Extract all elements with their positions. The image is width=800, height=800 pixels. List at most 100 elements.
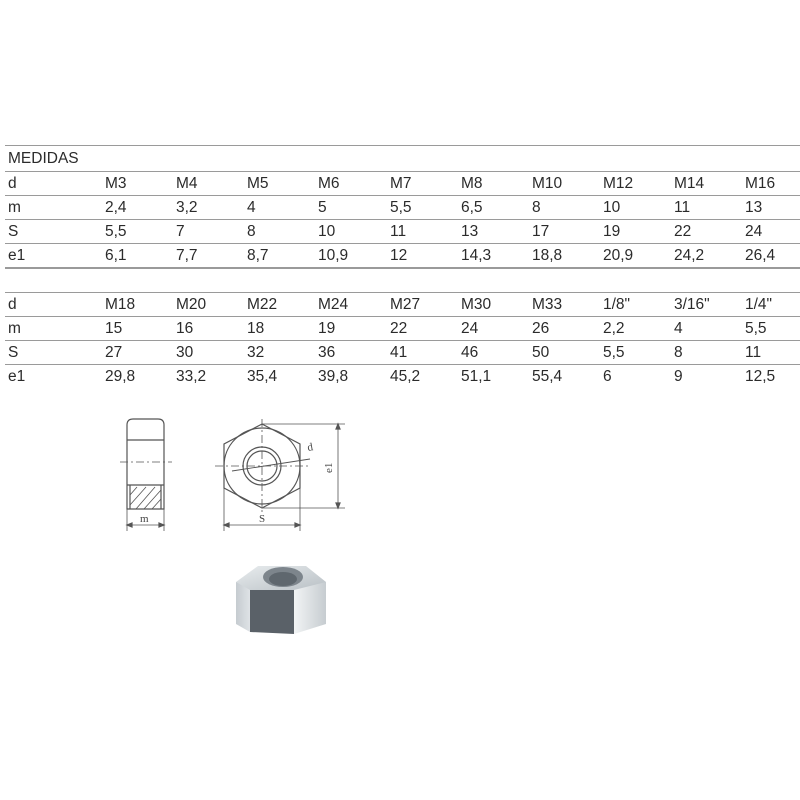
- table-cell: 5,5: [105, 223, 127, 240]
- table-cell: 5,5: [745, 320, 767, 337]
- table-cell: 29,8: [105, 368, 136, 385]
- table-cell: M6: [318, 175, 340, 192]
- table-cell: 24: [461, 320, 479, 337]
- table-cell: M33: [532, 296, 563, 313]
- table-cell: 1/4": [745, 296, 773, 313]
- table-cell: 20,9: [603, 247, 634, 264]
- table-cell: 35,4: [247, 368, 278, 385]
- table-cell: M30: [461, 296, 492, 313]
- table-cell: 12,5: [745, 368, 776, 385]
- table-cell: 5,5: [603, 344, 625, 361]
- table-cell: M14: [674, 175, 705, 192]
- table-cell: 7,7: [176, 247, 198, 264]
- table-cell: 22: [390, 320, 408, 337]
- table-cell: 8: [674, 344, 683, 361]
- table-cell: 18,8: [532, 247, 563, 264]
- front-view: [215, 419, 345, 531]
- table-cell: 3/16": [674, 296, 710, 313]
- table-cell: 8: [532, 199, 541, 216]
- table-cell: 9: [674, 368, 683, 385]
- dimension-label-d: d: [306, 441, 314, 454]
- table-cell: 22: [674, 223, 692, 240]
- table-cell: 11: [674, 199, 691, 216]
- table-cell: 6: [603, 368, 612, 385]
- row-label: d: [8, 296, 17, 313]
- table-cell: 16: [176, 320, 194, 337]
- table-cell: 24: [745, 223, 763, 240]
- dimension-label-s: S: [259, 513, 265, 525]
- table-cell: 6,5: [461, 199, 483, 216]
- row-label: m: [8, 199, 21, 216]
- row-label: e1: [8, 368, 26, 385]
- table-cell: 8: [247, 223, 256, 240]
- table-row-m: m 2,4 3,2 4 5 5,5 6,5 8 10 11 13: [5, 195, 800, 219]
- table-cell: 46: [461, 344, 479, 361]
- table-cell: M27: [390, 296, 421, 313]
- table-cell: 5,5: [390, 199, 412, 216]
- table-cell: 1/8": [603, 296, 631, 313]
- table-cell: 10: [603, 199, 621, 216]
- row-label: S: [8, 344, 19, 361]
- table-cell: 11: [390, 223, 407, 240]
- row-label: S: [8, 223, 19, 240]
- row-label: m: [8, 320, 21, 337]
- table-cell: 4: [247, 199, 256, 216]
- row-label: e1: [8, 247, 26, 264]
- table-cell: M3: [105, 175, 127, 192]
- table-cell: 4: [674, 320, 683, 337]
- dimension-label-m: m: [140, 513, 149, 525]
- dimension-label-e1: e1: [323, 463, 335, 473]
- block-divider: [5, 267, 800, 269]
- table-cell: 8,7: [247, 247, 269, 264]
- table-cell: M8: [461, 175, 483, 192]
- table-cell: 27: [105, 344, 123, 361]
- table-cell: 51,1: [461, 368, 492, 385]
- table-cell: M16: [745, 175, 776, 192]
- table-cell: 39,8: [318, 368, 349, 385]
- table-cell: 13: [461, 223, 479, 240]
- table-cell: 12: [390, 247, 408, 264]
- table-cell: 10: [318, 223, 336, 240]
- table-cell: 10,9: [318, 247, 349, 264]
- table-cell: M7: [390, 175, 412, 192]
- table-cell: 26,4: [745, 247, 776, 264]
- table-cell: 11: [745, 344, 762, 361]
- table-cell: 18: [247, 320, 265, 337]
- table-cell: 45,2: [390, 368, 421, 385]
- table-cell: 55,4: [532, 368, 563, 385]
- table-cell: M5: [247, 175, 269, 192]
- table-cell: M10: [532, 175, 563, 192]
- table-cell: M18: [105, 296, 136, 313]
- table-cell: 5: [318, 199, 327, 216]
- measurements-table: MEDIDAS: [5, 145, 800, 171]
- table-cell: 6,1: [105, 247, 127, 264]
- table-cell: 30: [176, 344, 194, 361]
- table-cell: 2,2: [603, 320, 625, 337]
- table-cell: M20: [176, 296, 207, 313]
- table-cell: M22: [247, 296, 278, 313]
- table-cell: 19: [318, 320, 336, 337]
- table-cell: 3,2: [176, 199, 198, 216]
- table-cell: 17: [532, 223, 550, 240]
- table-cell: 15: [105, 320, 123, 337]
- table-cell: 36: [318, 344, 336, 361]
- nut-technical-drawing: m d e1 S: [120, 418, 345, 531]
- table-cell: 50: [532, 344, 550, 361]
- table-cell: 2,4: [105, 199, 127, 216]
- row-label: d: [8, 175, 17, 192]
- table-title-row: MEDIDAS: [5, 145, 800, 171]
- table-cell: 14,3: [461, 247, 492, 264]
- table-cell: M4: [176, 175, 198, 192]
- hex-nut-photo: [236, 566, 326, 634]
- side-view: [120, 418, 172, 531]
- table-cell: 13: [745, 199, 763, 216]
